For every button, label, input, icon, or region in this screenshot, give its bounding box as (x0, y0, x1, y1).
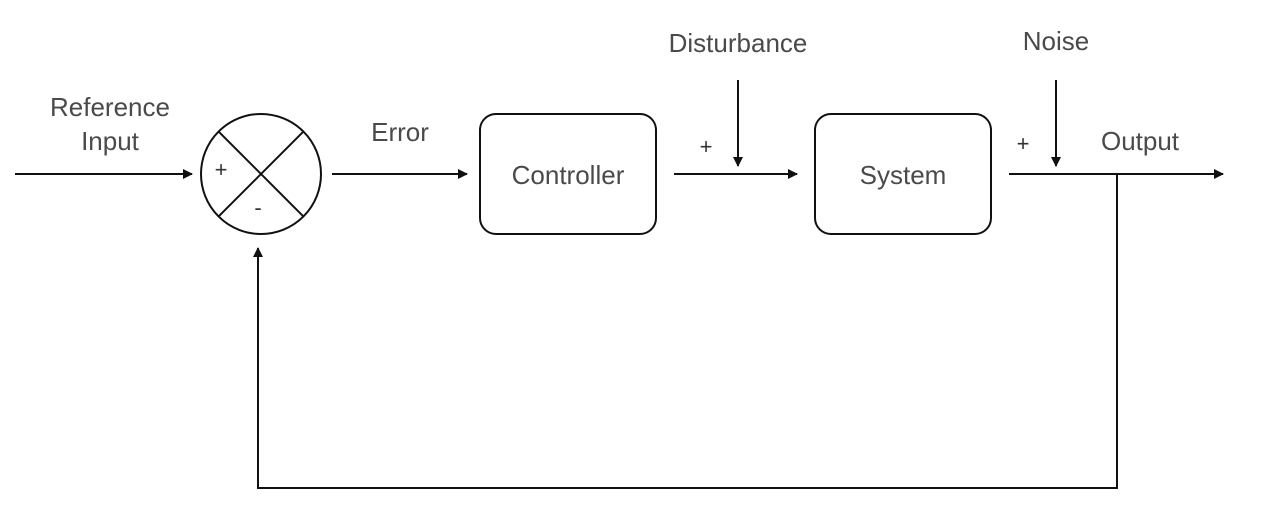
system-block: System (814, 113, 992, 235)
controller-block: Controller (479, 113, 657, 235)
controller-box (479, 113, 657, 235)
noise-sign: + (1017, 131, 1030, 156)
summing-junction-cross-b (217, 130, 305, 218)
system-label: System (860, 160, 947, 190)
controller-label: Controller (512, 160, 625, 190)
disturbance-sign: + (700, 134, 713, 159)
output-label: Output (1101, 126, 1180, 156)
reference-input-label-line1: Reference (50, 92, 170, 122)
system-box (814, 113, 992, 235)
reference-input-label-line2: Input (81, 126, 140, 156)
feedback-path (253, 174, 1118, 489)
summing-junction: + - (200, 113, 322, 235)
summing-minus-sign: - (254, 195, 261, 220)
summing-plus-sign: + (215, 157, 228, 182)
noise-label: Noise (1023, 26, 1089, 56)
disturbance-label: Disturbance (669, 28, 808, 58)
error-label: Error (371, 117, 429, 147)
